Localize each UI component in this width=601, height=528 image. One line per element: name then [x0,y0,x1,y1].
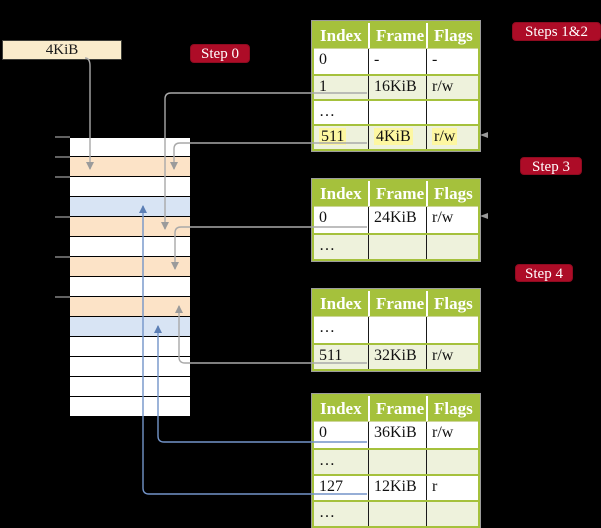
table-row: 511 4KiB r/w [314,124,478,149]
table-cell: … [319,319,335,336]
table-cell [426,235,478,259]
root-pointer-box: 4KiB [2,40,122,60]
steps-1-2-label: Steps 1&2 [525,24,588,40]
table-cell: 511 [319,347,343,364]
table-cell: 36KiB [368,422,426,448]
step-3-badge: Step 3 [520,157,582,175]
memory-frame-row-12 [70,377,190,397]
table-cell [368,101,426,124]
table-cell [426,317,478,343]
table-cell [368,502,426,526]
column-header-index: Index [320,26,362,45]
table-cell: 16KiB [368,76,426,99]
memory-frame-row-13 [70,397,190,417]
table-cell: r/w [426,422,478,448]
access-mark-left-icon [480,213,488,219]
column-header-index: Index [320,294,362,313]
table-cell [368,235,426,259]
table-cell: - [426,49,478,74]
step-3-label: Step 3 [532,159,570,175]
table-row: … [314,500,478,526]
column-header-frame: Frame [368,291,426,316]
table-cell: r/w [426,126,478,149]
table-cell [426,502,478,526]
column-header-flags: Flags [426,291,478,316]
column-header-frame: Frame [368,181,426,206]
table-cell: … [319,452,335,469]
column-header-flags: Flags [426,181,478,206]
step-4-badge: Step 4 [515,264,573,282]
memory-frame-row-1 [70,157,190,177]
table-cell: r/w [426,76,478,99]
access-mark-left-icon [480,132,488,138]
table-row: 0 -- [314,49,478,74]
table-cell: 12KiB [368,476,426,500]
memory-frame-row-5 [70,237,190,257]
column-header-frame: Frame [368,396,426,421]
highlighted-value: 511 [319,128,347,145]
table-cell [426,450,478,474]
table-cell: 127 [319,478,343,495]
highlighted-value: r/w [432,128,458,145]
table-row: … [314,317,478,343]
column-header-index: Index [320,399,362,418]
table-cell: 24KiB [368,207,426,233]
step-0-label: Step 0 [201,46,239,62]
memory-frame-row-9 [70,317,190,337]
column-header-frame: Frame [368,23,426,48]
column-header-flags: Flags [426,396,478,421]
table-cell: … [319,237,335,254]
memory-frame-row-6 [70,257,190,277]
table-row: … [314,233,478,259]
table-cell: … [319,103,335,120]
table-cell [426,101,478,124]
root-pointer-label: 4KiB [45,42,79,58]
table-cell [368,450,426,474]
table-cell: 4KiB [368,126,426,149]
memory-frame-row-8 [70,297,190,317]
table-cell: - [368,49,426,74]
table-cell: 511 [314,126,368,149]
step-0-badge: Step 0 [190,44,250,63]
highlighted-value: 4KiB [374,128,413,145]
memory-frame-row-11 [70,357,190,377]
memory-frame-row-7 [70,277,190,297]
table-cell: 0 [319,424,327,441]
memory-frame-row-2 [70,177,190,197]
physical-memory-column [70,137,190,417]
column-header-index: Index [320,184,362,203]
memory-frame-row-10 [70,337,190,357]
steps-1-2-badge: Steps 1&2 [512,22,601,41]
memory-frame-row-3 [70,197,190,217]
memory-frame-row-0 [70,137,190,157]
step-4-label: Step 4 [525,266,563,282]
table-cell: 0 [319,51,327,68]
memory-frame-row-4 [70,217,190,237]
table-row: … [314,99,478,124]
table-cell: 0 [319,209,327,226]
table-cell: 32KiB [368,345,426,369]
table-cell: 1 [319,78,327,95]
table-cell: … [319,504,335,521]
table-cell: r/w [426,345,478,369]
table-cell: r [426,476,478,500]
column-header-flags: Flags [426,23,478,48]
table-cell [368,317,426,343]
table-cell: r/w [426,207,478,233]
table-row: … [314,448,478,474]
